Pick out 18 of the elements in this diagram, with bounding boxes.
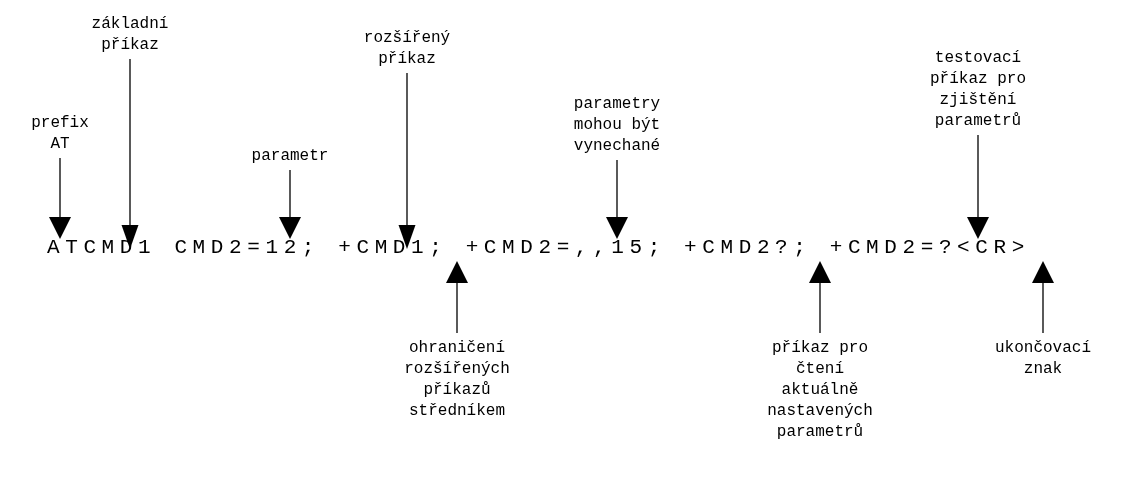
annotation-text: rozšířený příkaz	[332, 28, 482, 70]
leader-arrow	[809, 261, 831, 334]
annotation-text: prefix AT	[20, 113, 100, 155]
annotation-text: parametr	[235, 146, 345, 167]
leader-arrow	[606, 159, 628, 239]
leader-arrow	[1032, 261, 1054, 334]
annotation-text: ukončovací znak	[988, 338, 1098, 380]
command-string: ATCMD1 CMD2=12; +CMD1; +CMD2=,,15; +CMD2?; +CMD2=?<CR>	[47, 235, 1030, 261]
annotation-text: ohraničení rozšířených příkazů středníkem	[394, 338, 520, 422]
leader-arrow	[279, 169, 301, 239]
leader-arrow	[49, 157, 71, 239]
leader-arrow	[446, 261, 468, 334]
leader-arrow	[967, 134, 989, 239]
annotation-text: základní příkaz	[75, 14, 185, 56]
annotation-text: testovací příkaz pro zjištění parametrů	[918, 48, 1038, 132]
annotation-text: parametry mohou být vynechané	[557, 94, 677, 157]
leader-arrow	[398, 72, 416, 249]
annotation-text: příkaz pro čtení aktuálně nastavených parametrů	[757, 338, 883, 443]
